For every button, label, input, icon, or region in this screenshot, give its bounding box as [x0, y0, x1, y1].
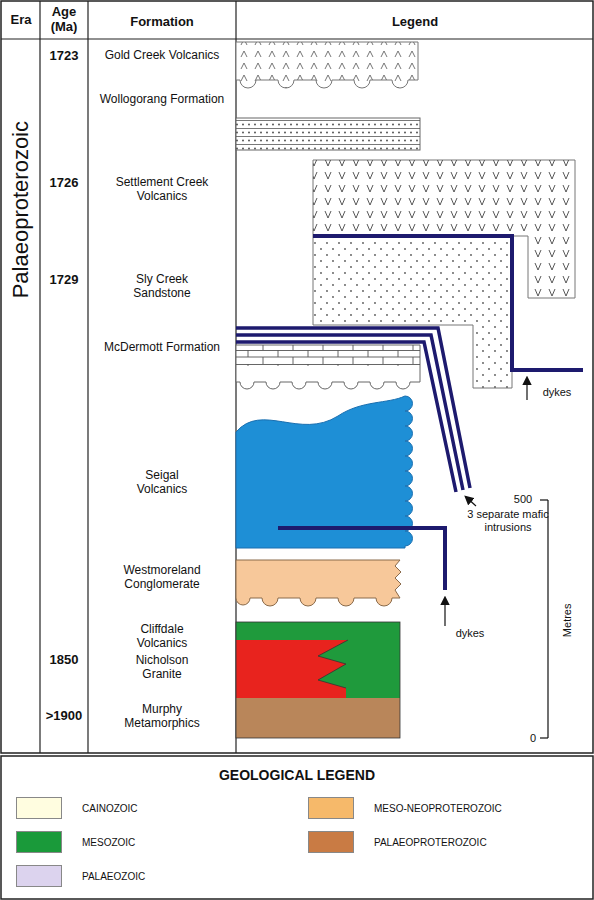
formation-name: Westmoreland Conglomerate [112, 564, 212, 592]
legend-text: PALAEOZOIC [82, 871, 145, 882]
legend-swatch [16, 831, 62, 853]
formation-name: McDermott Formation [92, 341, 232, 355]
column-header: Legend [392, 15, 438, 30]
callout-label: dykes [456, 627, 485, 640]
formation-name: Sly Creek Sandstone [125, 273, 200, 301]
formation-name: Wollogorang Formation [92, 93, 232, 107]
column-header: Age (Ma) [44, 5, 84, 35]
legend-text: PALAEOPROTEROZOIC [374, 837, 487, 848]
legend-title: GEOLOGICAL LEGEND [219, 767, 375, 783]
legend-swatch [16, 797, 62, 819]
legend-text: MESOZOIC [82, 837, 135, 848]
column-header: Formation [130, 15, 194, 30]
callout-label: dykes [543, 386, 572, 399]
formation-name: Settlement Creek Volcanics [107, 176, 217, 204]
age-value: 1726 [50, 176, 79, 191]
column-header: Era [11, 13, 32, 28]
scale-value: 0 [530, 732, 536, 745]
legend-text: CAINOZOIC [82, 803, 138, 814]
formation-name: Murphy Metamorphics [117, 703, 207, 731]
callout-label: 3 separate mafic intrusions [453, 508, 563, 533]
legend-swatch [16, 865, 62, 887]
legend-text: MESO-NEOPROTEROZOIC [374, 803, 502, 814]
formation-name: Seigal Volcanics [127, 469, 197, 497]
legend-swatch [308, 831, 354, 853]
formation-name: Gold Creek Volcanics [92, 49, 232, 63]
age-value: 1850 [50, 653, 79, 668]
formation-name: Cliffdale Volcanics [122, 623, 202, 651]
age-value: 1723 [50, 49, 79, 64]
scale-value: 500 [514, 493, 532, 506]
era-name: Palaeoproterozoic [8, 121, 33, 298]
legend-swatch [308, 797, 354, 819]
scale-unit: Metres [562, 603, 575, 637]
formation-name: Nicholson Granite [122, 654, 202, 682]
age-value: >1900 [46, 709, 83, 724]
age-value: 1729 [50, 273, 79, 288]
